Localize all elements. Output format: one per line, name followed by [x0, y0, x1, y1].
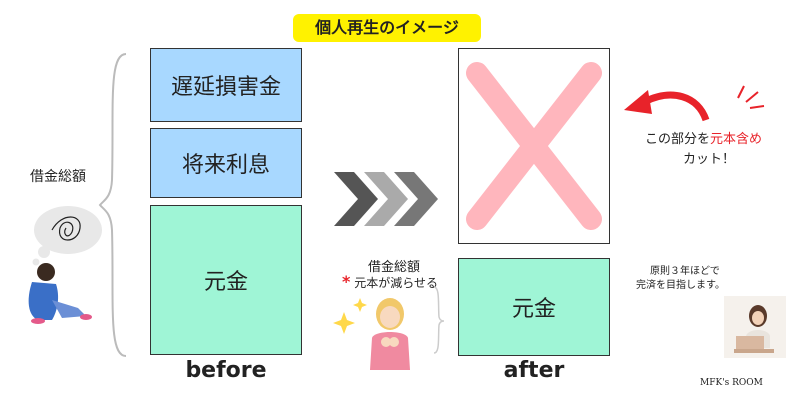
cut-portion-box	[458, 48, 610, 244]
cross-mark-icon	[466, 62, 602, 230]
brace-left	[98, 53, 127, 357]
credit-label: MFK's ROOM	[700, 378, 763, 388]
late-fee-box: 遅延損害金	[150, 48, 302, 122]
middle-note-line2-wrap: * 元本が減らせる	[342, 272, 438, 291]
cut-note-line1: この部分を元本含め	[645, 128, 762, 147]
cut-note-prefix: この部分を	[645, 132, 711, 147]
cut-note-line2: カット！	[683, 152, 736, 167]
middle-note-line2: 元本が減らせる	[354, 276, 438, 290]
chevron-arrows-icon	[334, 172, 438, 226]
debt-total-label: 借金総額	[30, 169, 86, 185]
principal-box-before: 元金	[150, 205, 302, 355]
page-title: 個人再生のイメージ	[293, 14, 481, 42]
future-interest-box: 将来利息	[150, 128, 302, 198]
future-interest-label: 将来利息	[181, 153, 270, 178]
worried-person-illustration	[28, 206, 102, 324]
person-with-laptop-photo	[724, 296, 786, 358]
plan-note-line2: 完済を目指します。	[636, 280, 725, 291]
before-caption: before	[185, 358, 267, 383]
principal-label-before: 元金	[203, 270, 248, 295]
happy-person-illustration	[333, 298, 410, 370]
red-curved-arrow-icon	[624, 85, 765, 122]
late-fee-label: 遅延損害金	[170, 75, 281, 100]
cut-note-highlight: 元本含め	[710, 132, 763, 147]
after-caption: after	[503, 358, 565, 383]
asterisk-mark: *	[342, 272, 351, 291]
brace-middle	[433, 286, 445, 354]
principal-label-after: 元金	[511, 297, 556, 322]
middle-note-line1: 借金総額	[368, 260, 421, 275]
principal-box-after: 元金	[458, 258, 610, 356]
plan-note-line1: 原則３年ほどで	[650, 266, 720, 277]
